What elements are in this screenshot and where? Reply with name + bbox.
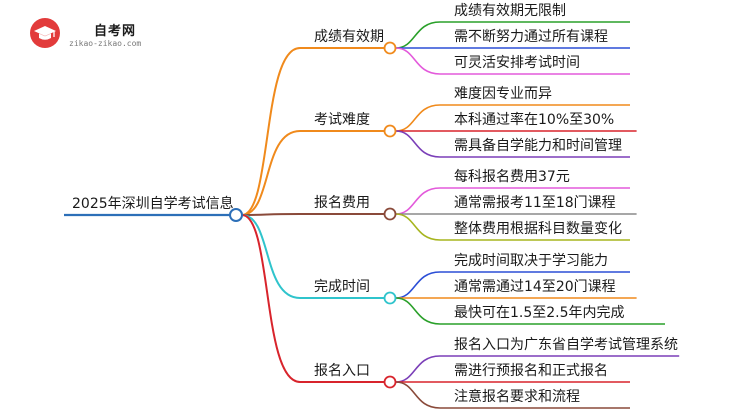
branch-topic[interactable]: 考试难度 (314, 112, 370, 128)
branch-topic[interactable]: 成绩有效期 (314, 29, 384, 45)
logo-title: 自考网 (94, 24, 137, 39)
root-node-circle (229, 208, 243, 222)
leaf-topic[interactable]: 注意报名要求和流程 (454, 389, 580, 405)
leaf-connector (395, 297, 441, 325)
branch-topic[interactable]: 报名入口 (314, 363, 370, 379)
leaf-connector (395, 271, 441, 299)
leaf-topic[interactable]: 可灵活安排考试时间 (454, 55, 580, 71)
branch-node-circle (383, 124, 397, 138)
site-logo[interactable]: 自考网 zikao-zikao.com (28, 14, 168, 54)
branch-connector (241, 214, 301, 383)
branch-connector (241, 214, 301, 299)
leaf-connector (395, 47, 441, 75)
leaf-topic[interactable]: 最快可在1.5至2.5年内完成 (454, 305, 625, 321)
root-topic[interactable]: 2025年深圳自学考试信息 (72, 196, 234, 212)
leaf-topic[interactable]: 报名入口为广东省自学考试管理系统 (454, 337, 678, 353)
leaf-topic[interactable]: 本科通过率在10%至30% (454, 112, 615, 128)
leaf-connector (395, 187, 441, 215)
leaf-topic[interactable]: 需进行预报名和正式报名 (454, 363, 608, 379)
leaf-connector (395, 213, 441, 241)
branch-connector (241, 47, 301, 216)
leaf-topic[interactable]: 成绩有效期无限制 (454, 3, 566, 19)
leaf-topic[interactable]: 通常需报考11至18门课程 (454, 195, 616, 211)
leaf-topic[interactable]: 难度因专业而异 (454, 86, 552, 102)
branch-topic[interactable]: 报名费用 (314, 195, 370, 211)
logo-subtitle: zikao-zikao.com (69, 39, 142, 48)
leaf-connector (395, 104, 441, 132)
leaf-topic[interactable]: 整体费用根据科目数量变化 (454, 221, 622, 237)
leaf-connector (395, 130, 441, 158)
leaf-topic[interactable]: 需具备自学能力和时间管理 (454, 138, 622, 154)
branch-node-circle (383, 41, 397, 55)
leaf-topic[interactable]: 完成时间取决于学习能力 (454, 253, 608, 269)
branch-node-circle (383, 291, 397, 305)
graduation-cap-icon (30, 18, 60, 48)
leaf-connector (395, 21, 441, 49)
leaf-topic[interactable]: 每科报名费用37元 (454, 169, 570, 185)
branch-topic[interactable]: 完成时间 (314, 279, 370, 295)
branch-node-circle (383, 207, 397, 221)
leaf-connector (395, 381, 441, 409)
branch-connector (241, 213, 301, 216)
branch-connector (241, 130, 301, 216)
leaf-topic[interactable]: 需不断努力通过所有课程 (454, 29, 608, 45)
leaf-topic[interactable]: 通常需通过14至20门课程 (454, 279, 616, 295)
leaf-connector (395, 355, 441, 383)
branch-node-circle (383, 375, 397, 389)
